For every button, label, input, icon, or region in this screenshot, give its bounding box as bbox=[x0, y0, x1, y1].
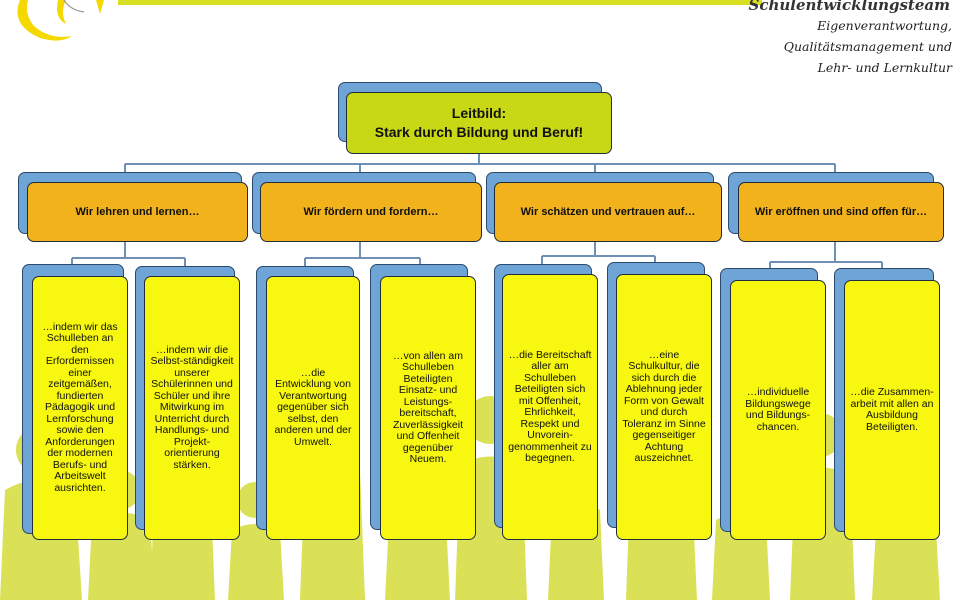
leaf-text: …die Zusammen-arbeit mit allen an Ausbil… bbox=[850, 386, 934, 433]
team-line-1: Eigenverantwortung, bbox=[817, 18, 952, 33]
root-node: Leitbild: Stark durch Bildung und Beruf! bbox=[346, 92, 612, 154]
root-title: Leitbild: bbox=[451, 105, 507, 121]
team-title: Schulentwicklungsteam bbox=[748, 0, 951, 14]
category-node-3: Wir schätzen und vertrauen auf… bbox=[494, 182, 722, 242]
category-label: Wir fördern und fordern… bbox=[303, 205, 439, 218]
category-label: Wir lehren und lernen… bbox=[75, 205, 200, 218]
category-node-4: Wir eröffnen und sind offen für… bbox=[738, 182, 944, 242]
category-node-2: Wir fördern und fordern… bbox=[260, 182, 482, 242]
leaf-node-1-1: …indem wir das Schulleben an den Erforde… bbox=[32, 276, 128, 540]
leaf-text: …die Bereitschaft aller am Schulleben Be… bbox=[508, 348, 592, 464]
leaf-text: …indem wir das Schulleben an den Erforde… bbox=[42, 320, 118, 494]
leaf-node-2-1: …die Entwicklung von Verantwortung gegen… bbox=[266, 276, 360, 540]
category-label: Wir eröffnen und sind offen für… bbox=[754, 205, 928, 218]
leaf-node-4-2: …die Zusammen-arbeit mit allen an Ausbil… bbox=[844, 280, 940, 540]
leaf-node-3-1: …die Bereitschaft aller am Schulleben Be… bbox=[502, 274, 598, 540]
leaf-node-4-1: …individuelle Bildungswege und Bildungs-… bbox=[730, 280, 826, 540]
leaf-node-2-2: …von allen am Schulleben Beteiligten Ein… bbox=[380, 276, 476, 540]
team-line-3: Lehr- und Lernkultur bbox=[817, 60, 952, 75]
leaf-text: …eine Schulkultur, die sich durch die Ab… bbox=[622, 348, 706, 464]
leaf-node-3-2: …eine Schulkultur, die sich durch die Ab… bbox=[616, 274, 712, 540]
team-line-2: Qualitätsmanagement und bbox=[783, 39, 952, 54]
leaf-node-1-2: …indem wir die Selbst-ständigkeit unsere… bbox=[144, 276, 240, 540]
category-label: Wir schätzen und vertrauen auf… bbox=[520, 205, 696, 218]
leaf-text: …indem wir die Selbst-ständigkeit unsere… bbox=[150, 343, 234, 471]
root-subtitle: Stark durch Bildung und Beruf! bbox=[374, 124, 584, 140]
sun-logo-icon bbox=[17, 0, 104, 41]
accent-bar bbox=[118, 0, 762, 5]
leaf-text: …individuelle Bildungswege und Bildungs-… bbox=[745, 386, 811, 433]
leaf-text: …von allen am Schulleben Beteiligten Ein… bbox=[392, 349, 464, 465]
category-node-1: Wir lehren und lernen… bbox=[27, 182, 248, 242]
leaf-text: …die Entwicklung von Verantwortung gegen… bbox=[274, 366, 352, 448]
